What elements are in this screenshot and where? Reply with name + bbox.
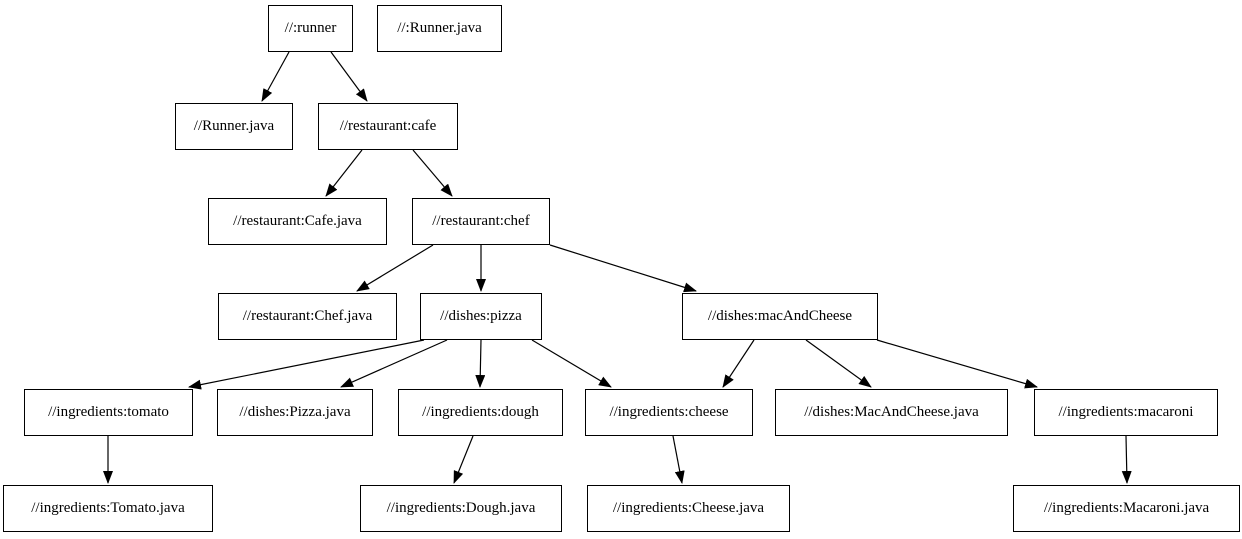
edge-chef-to-mac-and-cheese bbox=[549, 244, 697, 293]
edge-mac-and-cheese-to-mac-and-cheese-java bbox=[805, 339, 872, 388]
node-runner-java: //Runner.java bbox=[175, 103, 293, 150]
node-cafe-java: //restaurant:Cafe.java bbox=[208, 198, 387, 245]
edge-pizza-to-dough bbox=[475, 339, 486, 388]
node-tomato: //ingredients:tomato bbox=[24, 389, 193, 436]
edge-dough-to-dough-java bbox=[453, 435, 474, 484]
node-runner-java-file: //:Runner.java bbox=[377, 5, 502, 52]
edge-runner-to-cafe bbox=[330, 51, 368, 102]
node-chef-java: //restaurant:Chef.java bbox=[218, 293, 397, 340]
node-pizza: //dishes:pizza bbox=[420, 293, 542, 340]
node-dough: //ingredients:dough bbox=[398, 389, 563, 436]
node-tomato-java: //ingredients:Tomato.java bbox=[3, 485, 213, 532]
node-macaroni: //ingredients:macaroni bbox=[1034, 389, 1218, 436]
node-cheese: //ingredients:cheese bbox=[585, 389, 753, 436]
edge-runner-to-runner-java bbox=[261, 51, 290, 102]
edge-pizza-to-pizza-java bbox=[340, 339, 448, 388]
edge-cafe-to-cafe-java bbox=[325, 149, 363, 197]
node-cheese-java: //ingredients:Cheese.java bbox=[587, 485, 790, 532]
edge-mac-and-cheese-to-macaroni bbox=[876, 339, 1038, 389]
node-cafe: //restaurant:cafe bbox=[318, 103, 458, 150]
edge-pizza-to-cheese bbox=[531, 339, 612, 388]
node-mac-and-cheese: //dishes:macAndCheese bbox=[682, 293, 878, 340]
edge-macaroni-to-macaroni-java bbox=[1121, 435, 1132, 484]
edge-cafe-to-chef bbox=[412, 149, 453, 197]
edge-pizza-to-tomato bbox=[188, 339, 425, 390]
node-chef: //restaurant:chef bbox=[412, 198, 550, 245]
node-mac-and-cheese-java: //dishes:MacAndCheese.java bbox=[775, 389, 1008, 436]
edge-mac-and-cheese-to-cheese bbox=[722, 339, 755, 388]
edge-cheese-to-cheese-java bbox=[672, 435, 685, 484]
node-pizza-java: //dishes:Pizza.java bbox=[217, 389, 373, 436]
edge-chef-to-chef-java bbox=[356, 244, 434, 292]
node-macaroni-java: //ingredients:Macaroni.java bbox=[1013, 485, 1240, 532]
node-dough-java: //ingredients:Dough.java bbox=[360, 485, 562, 532]
node-runner: //:runner bbox=[268, 5, 353, 52]
